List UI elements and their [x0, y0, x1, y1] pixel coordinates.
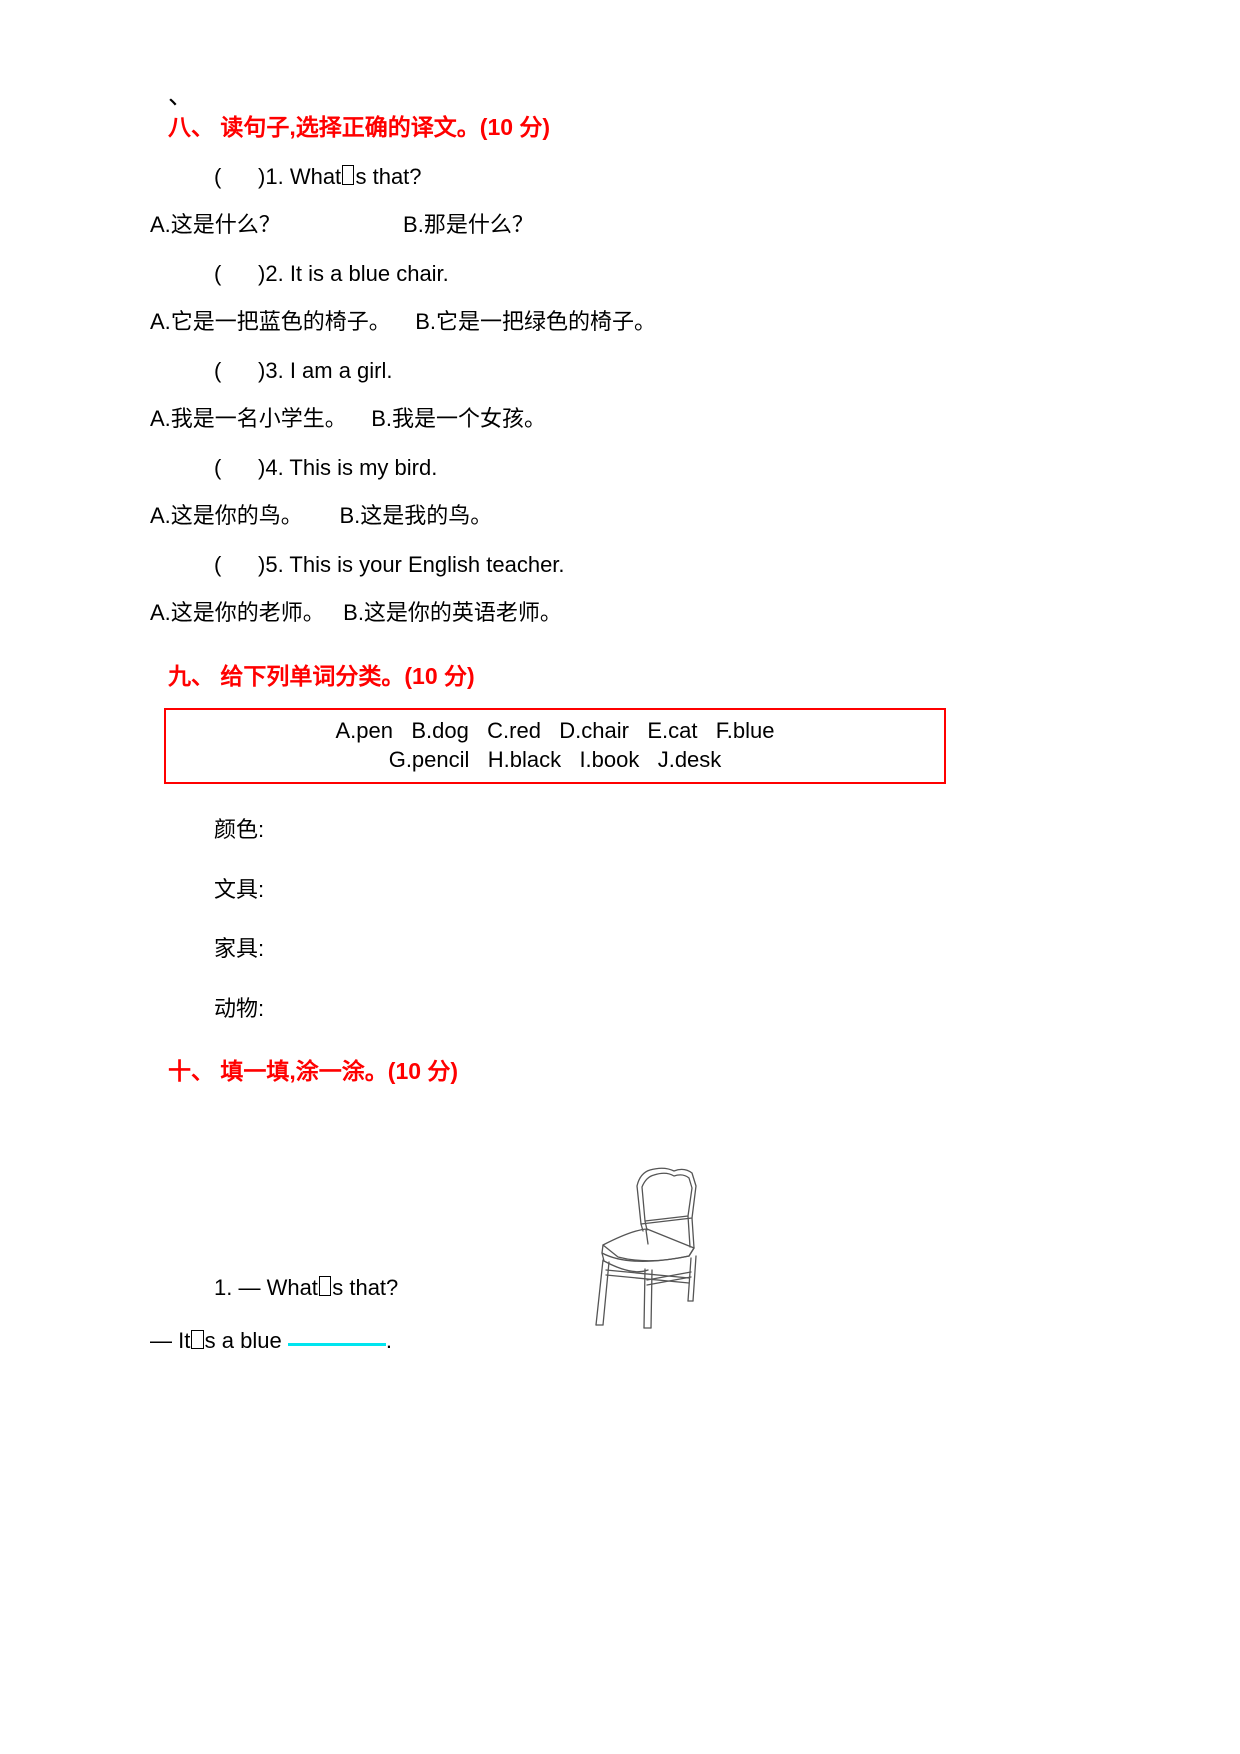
question-4-number: 4. [265, 454, 284, 480]
question-5-number: 5. [265, 551, 284, 577]
final-answer-middle: s a blue [204, 1328, 288, 1354]
final-answer-line: — It s a blue . [150, 1327, 968, 1355]
final-question-number: 1. — What [214, 1274, 318, 1300]
question-3-options: A.我是一名小学生。 B.我是一个女孩。 [150, 405, 968, 433]
question-4-bracket[interactable]: ( ) [214, 454, 266, 480]
question-1-option-a[interactable]: A.这是什么？ [150, 212, 281, 238]
question-2-option-a[interactable]: A.它是一把蓝色的椅子。 [150, 309, 391, 335]
question-1-option-b[interactable]: B.那是什么？ [403, 212, 534, 238]
word-bank-box: A.pen B.dog C.red D.chair E.cat F.blue G… [164, 708, 946, 785]
question-2-bracket[interactable]: ( ) [214, 260, 266, 286]
question-2-number: 2. [265, 260, 284, 286]
question-5-text: This is your English teacher. [289, 551, 565, 577]
option-spacing [347, 406, 371, 431]
word-bank-line-2: G.pencil H.black I.book J.desk [388, 747, 722, 773]
category-animals[interactable]: 动物: [214, 995, 265, 1021]
option-spacing [391, 309, 415, 334]
question-5-options: A.这是你的老师。 B.这是你的英语老师。 [150, 599, 968, 627]
question-3-bracket[interactable]: ( ) [214, 357, 266, 383]
illustration-spacer [168, 1086, 968, 1250]
question-4-options: A.这是你的鸟。 B.这是我的鸟。 [150, 502, 968, 530]
question-2-option-b[interactable]: B.它是一把绿色的椅子。 [415, 309, 657, 335]
category-furniture[interactable]: 家具: [214, 936, 265, 962]
question-2-prompt: ( )2. It is a blue chair. [168, 260, 968, 288]
question-4-text: This is my bird. [289, 454, 438, 480]
apostrophe-tofu-icon [191, 1329, 204, 1350]
question-5-prompt: ( )5. This is your English teacher. [168, 551, 968, 579]
final-question-line: 1. — What s that? [168, 1274, 968, 1302]
category-stationery[interactable]: 文具: [214, 876, 265, 902]
chair-illustration [588, 1152, 758, 1342]
question-5-bracket[interactable]: ( ) [214, 551, 266, 577]
question-1-options: A.这是什么？ B.那是什么？ [150, 211, 968, 239]
option-spacing [325, 600, 343, 625]
category-colors[interactable]: 颜色: [214, 817, 265, 843]
chair-line-drawing-icon [595, 1167, 697, 1329]
apostrophe-tofu-icon [318, 1276, 332, 1296]
question-3-text: I am a girl. [289, 357, 393, 383]
section-8-heading: 八、 读句子,选择正确的译文。(10 分) [168, 114, 551, 140]
question-3-option-b[interactable]: B.我是一个女孩。 [371, 406, 547, 432]
question-1-text-tail: s that? [355, 163, 422, 189]
question-1-number: 1. [265, 163, 284, 189]
word-bank-line-1: A.pen B.dog C.red D.chair E.cat F.blue [335, 718, 775, 744]
question-5-option-a[interactable]: A.这是你的老师。 [150, 600, 325, 626]
apostrophe-tofu-icon [342, 165, 355, 185]
question-3-number: 3. [265, 357, 284, 383]
question-2-options: A.它是一把蓝色的椅子。 B.它是一把绿色的椅子。 [150, 308, 968, 336]
question-3-option-a[interactable]: A.我是一名小学生。 [150, 406, 347, 432]
question-1-prompt: ( )1. What s that? [168, 163, 968, 191]
question-2-text: It is a blue chair. [289, 260, 449, 286]
stray-tick-mark: 、 [168, 82, 194, 110]
section-9-heading: 九、 给下列单词分类。(10 分) [168, 662, 475, 689]
question-4-prompt: ( )4. This is my bird. [168, 454, 968, 482]
question-3-prompt: ( )3. I am a girl. [168, 357, 968, 385]
question-1-bracket[interactable]: ( ) [214, 163, 266, 189]
option-spacing [281, 212, 403, 237]
answer-blank[interactable] [287, 1343, 386, 1347]
question-4-option-a[interactable]: A.这是你的鸟。 [150, 503, 303, 529]
option-spacing [303, 503, 340, 528]
question-1-text: What [289, 163, 342, 189]
final-answer-suffix: . [385, 1328, 392, 1354]
question-4-option-b[interactable]: B.这是我的鸟。 [339, 503, 493, 529]
question-5-option-b[interactable]: B.这是你的英语老师。 [343, 600, 562, 626]
section-10-heading: 十、 填一填,涂一涂。(10 分) [168, 1058, 459, 1085]
final-question-tail: s that? [332, 1274, 399, 1300]
final-answer-prefix: — It [150, 1328, 191, 1354]
